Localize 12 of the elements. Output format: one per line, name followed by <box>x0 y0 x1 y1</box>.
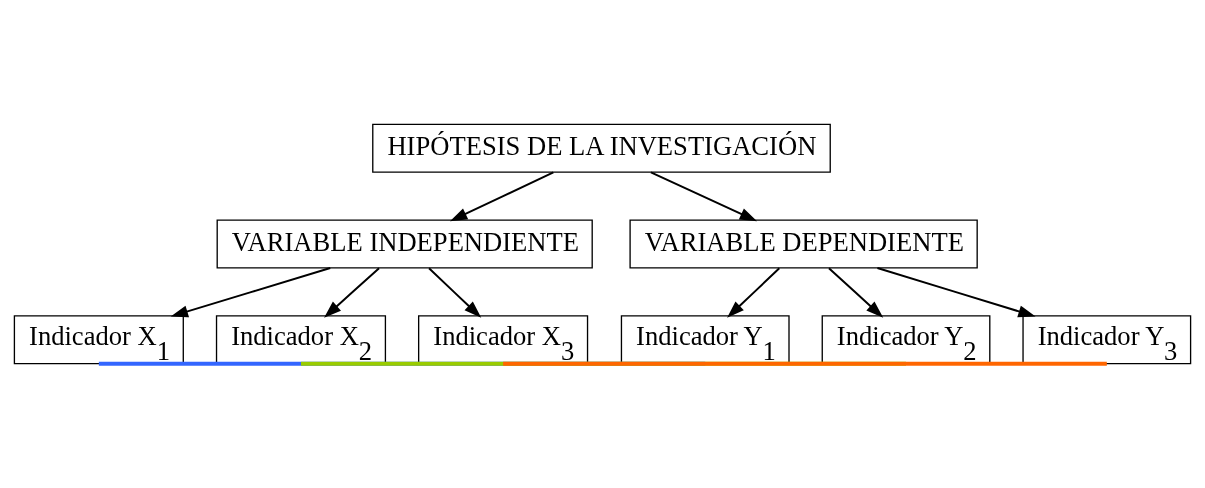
arrow <box>727 267 781 318</box>
arrow <box>876 267 1036 318</box>
arrow <box>827 267 884 318</box>
node-box: HIPÓTESIS DE LA INVESTIGACIÓN <box>372 123 831 173</box>
arrow <box>649 171 758 222</box>
arrow <box>324 267 381 318</box>
arrow <box>428 267 482 318</box>
node-box: VARIABLE INDEPENDIENTE <box>216 219 593 269</box>
connector <box>503 361 1107 366</box>
arrow <box>449 171 555 222</box>
arrow <box>170 267 332 318</box>
node-box: VARIABLE DEPENDIENTE <box>629 219 978 269</box>
